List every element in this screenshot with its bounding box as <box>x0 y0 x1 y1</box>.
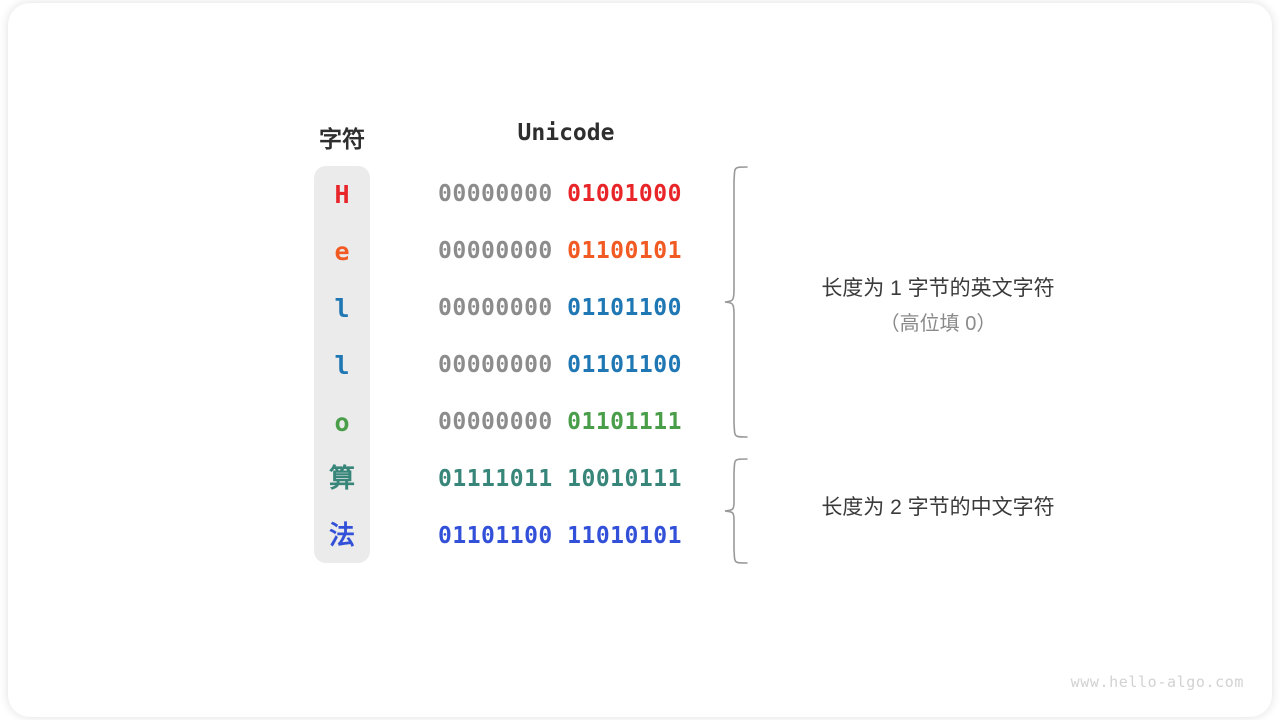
row-low-byte: 10010111 <box>567 466 682 492</box>
row-character: l <box>334 294 350 323</box>
row-unicode-bits: 01101100 11010101 <box>438 508 682 565</box>
table-row: 法 01101100 11010101 <box>8 508 1272 565</box>
row-low-byte: 01101100 <box>567 352 682 378</box>
row-character: l <box>334 351 350 380</box>
row-unicode-bits: 00000000 01101100 <box>438 337 682 394</box>
row-character: 法 <box>328 521 355 551</box>
watermark: www.hello-algo.com <box>1070 673 1244 691</box>
table-row: 算 01111011 10010111 <box>8 451 1272 508</box>
figure-card: 字符 Unicode H 00000000 01001000 e 00000000 0… <box>8 3 1272 717</box>
row-low-byte: 01101111 <box>567 409 682 435</box>
row-unicode-bits: 00000000 01001000 <box>438 166 682 223</box>
annotation-one-byte: 长度为 1 字节的英文字符 （高位填 0） <box>768 271 1108 341</box>
row-unicode-bits: 00000000 01101111 <box>438 394 682 451</box>
column-header-character: 字符 <box>319 126 365 152</box>
brace-1-byte <box>724 166 748 438</box>
row-high-byte: 00000000 <box>438 352 553 378</box>
annotation-two-byte: 长度为 2 字节的中文字符 <box>768 490 1108 526</box>
table-row: e 00000000 01100101 <box>8 223 1272 280</box>
row-high-byte: 00000000 <box>438 238 553 264</box>
row-unicode-bits: 00000000 01101100 <box>438 280 682 337</box>
row-high-byte: 00000000 <box>438 181 553 207</box>
row-low-byte: 01001000 <box>567 181 682 207</box>
row-unicode-bits: 00000000 01100101 <box>438 223 682 280</box>
table-row: H 00000000 01001000 <box>8 166 1272 223</box>
row-character: H <box>334 180 350 209</box>
row-character: 算 <box>328 464 355 494</box>
table-row: o 00000000 01101111 <box>8 394 1272 451</box>
annotation-one-byte-subtext: （高位填 0） <box>879 312 997 335</box>
character-column-background <box>314 166 370 563</box>
column-header-unicode: Unicode <box>517 120 615 146</box>
row-low-byte: 01101100 <box>567 295 682 321</box>
brace-2-byte <box>724 458 748 564</box>
row-high-byte: 01111011 <box>438 466 553 492</box>
diagram-stage: 字符 Unicode H 00000000 01001000 e 00000000 0… <box>8 3 1272 717</box>
row-low-byte: 01100101 <box>567 238 682 264</box>
annotation-two-byte-text: 长度为 2 字节的中文字符 <box>821 496 1055 519</box>
row-character: e <box>334 237 350 266</box>
table-row: l 00000000 01101100 <box>8 337 1272 394</box>
annotation-one-byte-text: 长度为 1 字节的英文字符 <box>821 277 1055 300</box>
row-high-byte: 00000000 <box>438 295 553 321</box>
table-row: l 00000000 01101100 <box>8 280 1272 337</box>
row-high-byte: 01101100 <box>438 523 553 549</box>
row-high-byte: 00000000 <box>438 409 553 435</box>
row-low-byte: 11010101 <box>567 523 682 549</box>
row-unicode-bits: 01111011 10010111 <box>438 451 682 508</box>
row-character: o <box>334 408 350 437</box>
